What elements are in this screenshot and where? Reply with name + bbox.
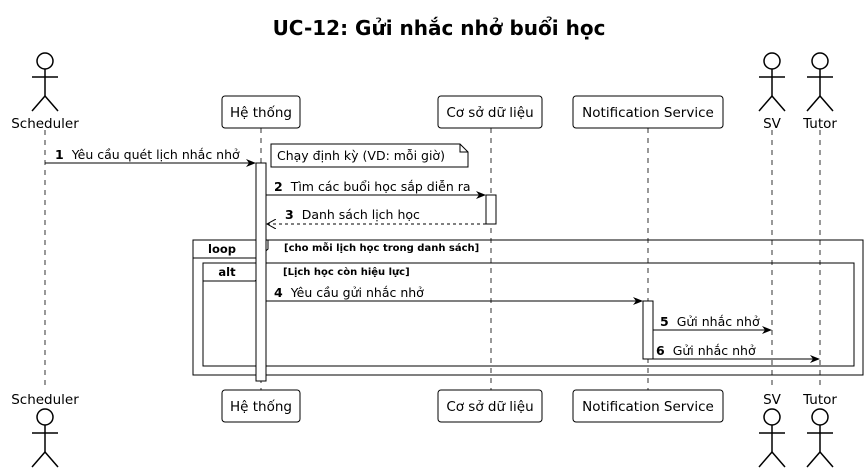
note-text: Chạy định kỳ (VD: mỗi giờ) [277,148,445,163]
message-number: 4 [274,285,283,300]
message-6: 6 Gửi nhắc nhở [653,343,820,363]
participant-system-top: Hệ thống [221,95,301,129]
alt-keyword: alt [218,265,236,279]
participant-notification-top: Notification Service [572,95,724,129]
participant-database-bottom: Cơ sở dữ liệu [437,389,543,423]
message-5: 5 Gửi nhắc nhở [653,314,772,334]
actor-icon [758,52,786,112]
svg-text:6 Gửi nhắc nhở: 6 Gửi nhắc nhở [656,343,756,358]
message-text: Danh sách lịch học [302,207,420,222]
actor-icon [31,52,59,112]
actor-icon [31,408,59,468]
loop-condition: [cho mỗi lịch học trong danh sách] [284,241,479,254]
participant-label: Scheduler [11,116,79,132]
participant-label: Notification Service [582,399,714,415]
activation-database [485,194,497,225]
loop-frame: loop [cho mỗi lịch học trong danh sách] [192,239,864,376]
participant-label: SV [763,392,782,408]
message-number: 1 [55,147,64,162]
svg-text:5 Gửi nhắc nhở: 5 Gửi nhắc nhở [660,314,760,329]
message-2: 2 Tìm các buổi học sắp diễn ra [266,179,486,199]
message-number: 3 [285,207,294,222]
diagram-title: UC-12: Gửi nhắc nhở buổi học [273,16,606,40]
actor-sv-bottom: SV [758,392,786,468]
participant-label: Cơ sở dữ liệu [446,105,533,121]
alt-frame: alt [Lịch học còn hiệu lực] [202,262,855,367]
loop-keyword: loop [208,242,236,256]
message-text: Tìm các buổi học sắp diễn ra [290,179,471,194]
participant-label: Scheduler [11,392,79,408]
svg-text:3 Danh sách lịch học: 3 Danh sách lịch học [285,207,420,222]
message-text: Gửi nhắc nhở [677,314,760,329]
participant-label: Cơ sở dữ liệu [446,399,533,415]
actor-icon [758,408,786,468]
actor-icon [806,408,834,468]
message-4: 4 Yêu cầu gửi nhắc nhở [266,285,643,305]
alt-condition: [Lịch học còn hiệu lực] [283,266,410,278]
participant-database-top: Cơ sở dữ liệu [437,95,543,129]
message-number: 5 [660,314,669,329]
actor-tutor-bottom: Tutor [802,392,837,468]
note: Chạy định kỳ (VD: mỗi giờ) [270,143,469,168]
message-1: 1 Yêu cầu quét lịch nhắc nhở [45,147,256,167]
participant-label: Tutor [802,116,837,132]
activation-notification [642,300,654,360]
actor-tutor-top: Tutor [802,52,837,132]
participant-label: Hệ thống [230,398,292,415]
participant-notification-bottom: Notification Service [572,389,724,423]
message-text: Yêu cầu quét lịch nhắc nhở [71,147,240,162]
message-text: Gửi nhắc nhở [673,343,756,358]
actor-sv-top: SV [758,52,786,132]
activation-system [255,162,267,382]
actor-scheduler-top: Scheduler [11,52,79,132]
message-number: 6 [656,343,665,358]
participant-label: SV [763,116,782,132]
message-number: 2 [274,179,283,194]
message-text: Yêu cầu gửi nhắc nhở [290,285,424,300]
actor-scheduler-bottom: Scheduler [11,392,79,468]
participant-label: Notification Service [582,105,714,121]
message-3: 3 Danh sách lịch học [267,207,486,224]
svg-text:4 Yêu cầu gửi nhắc nhở: 4 Yêu cầu gửi nhắc nhở [274,285,424,300]
svg-text:2 Tìm các buổi học sắp d: 2 Tìm các buổi học sắp diễn ra [274,179,471,194]
participant-label: Tutor [802,392,837,408]
participant-system-bottom: Hệ thống [221,389,301,423]
svg-text:1 Yêu cầu quét lịch nhắc: 1 Yêu cầu quét lịch nhắc nhở [55,147,240,162]
actor-icon [806,52,834,112]
participant-label: Hệ thống [230,104,292,121]
